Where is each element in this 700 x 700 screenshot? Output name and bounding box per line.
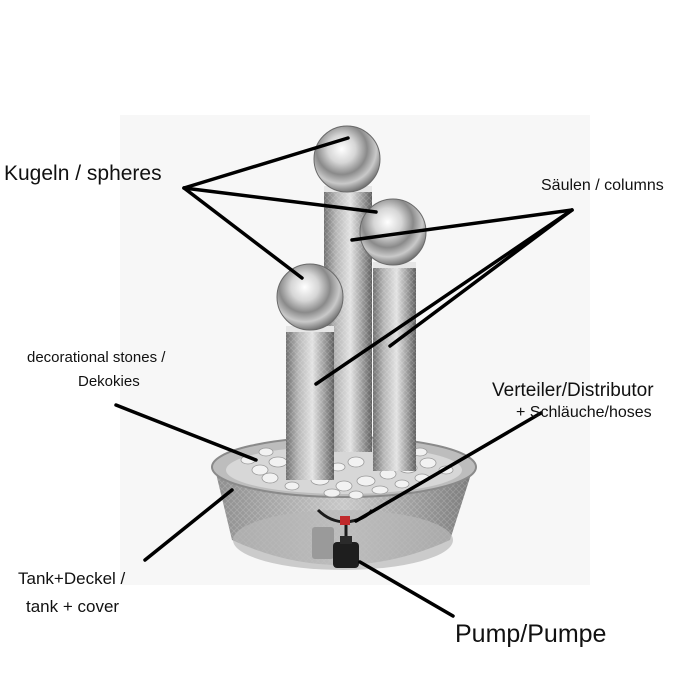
leader-columns-1	[350, 208, 574, 242]
leader-lines	[114, 136, 574, 618]
leader-pump	[358, 560, 455, 618]
label-spheres: Kugeln / spheres	[4, 162, 162, 185]
label-tank-line2: tank + cover	[26, 597, 120, 616]
label-tank-line1: Tank+Deckel /	[18, 569, 126, 588]
spheres	[276, 125, 427, 331]
label-stones-line1: decorational stones /	[27, 349, 166, 366]
label-distributor-line1: Verteiler/Distributor	[492, 380, 654, 401]
sphere-left	[276, 263, 344, 331]
leader-spheres-left	[182, 186, 304, 280]
pump	[312, 527, 359, 568]
leader-tank	[143, 488, 234, 562]
leader-stones	[114, 403, 258, 462]
sphere-top	[313, 125, 381, 193]
distributor-red-part	[340, 516, 350, 525]
sphere-right	[359, 198, 427, 266]
leader-columns-3	[314, 208, 574, 386]
label-distributor-line2: + Schläuche/hoses	[516, 404, 652, 421]
label-pump: Pump/Pumpe	[455, 620, 607, 648]
label-columns: Säulen / columns	[541, 177, 664, 194]
columns	[286, 186, 416, 480]
leader-spheres-top	[182, 136, 350, 190]
leader-distributor	[354, 411, 543, 523]
label-stones-line2: Dekokies	[78, 373, 140, 390]
leader-spheres-right	[182, 186, 378, 214]
